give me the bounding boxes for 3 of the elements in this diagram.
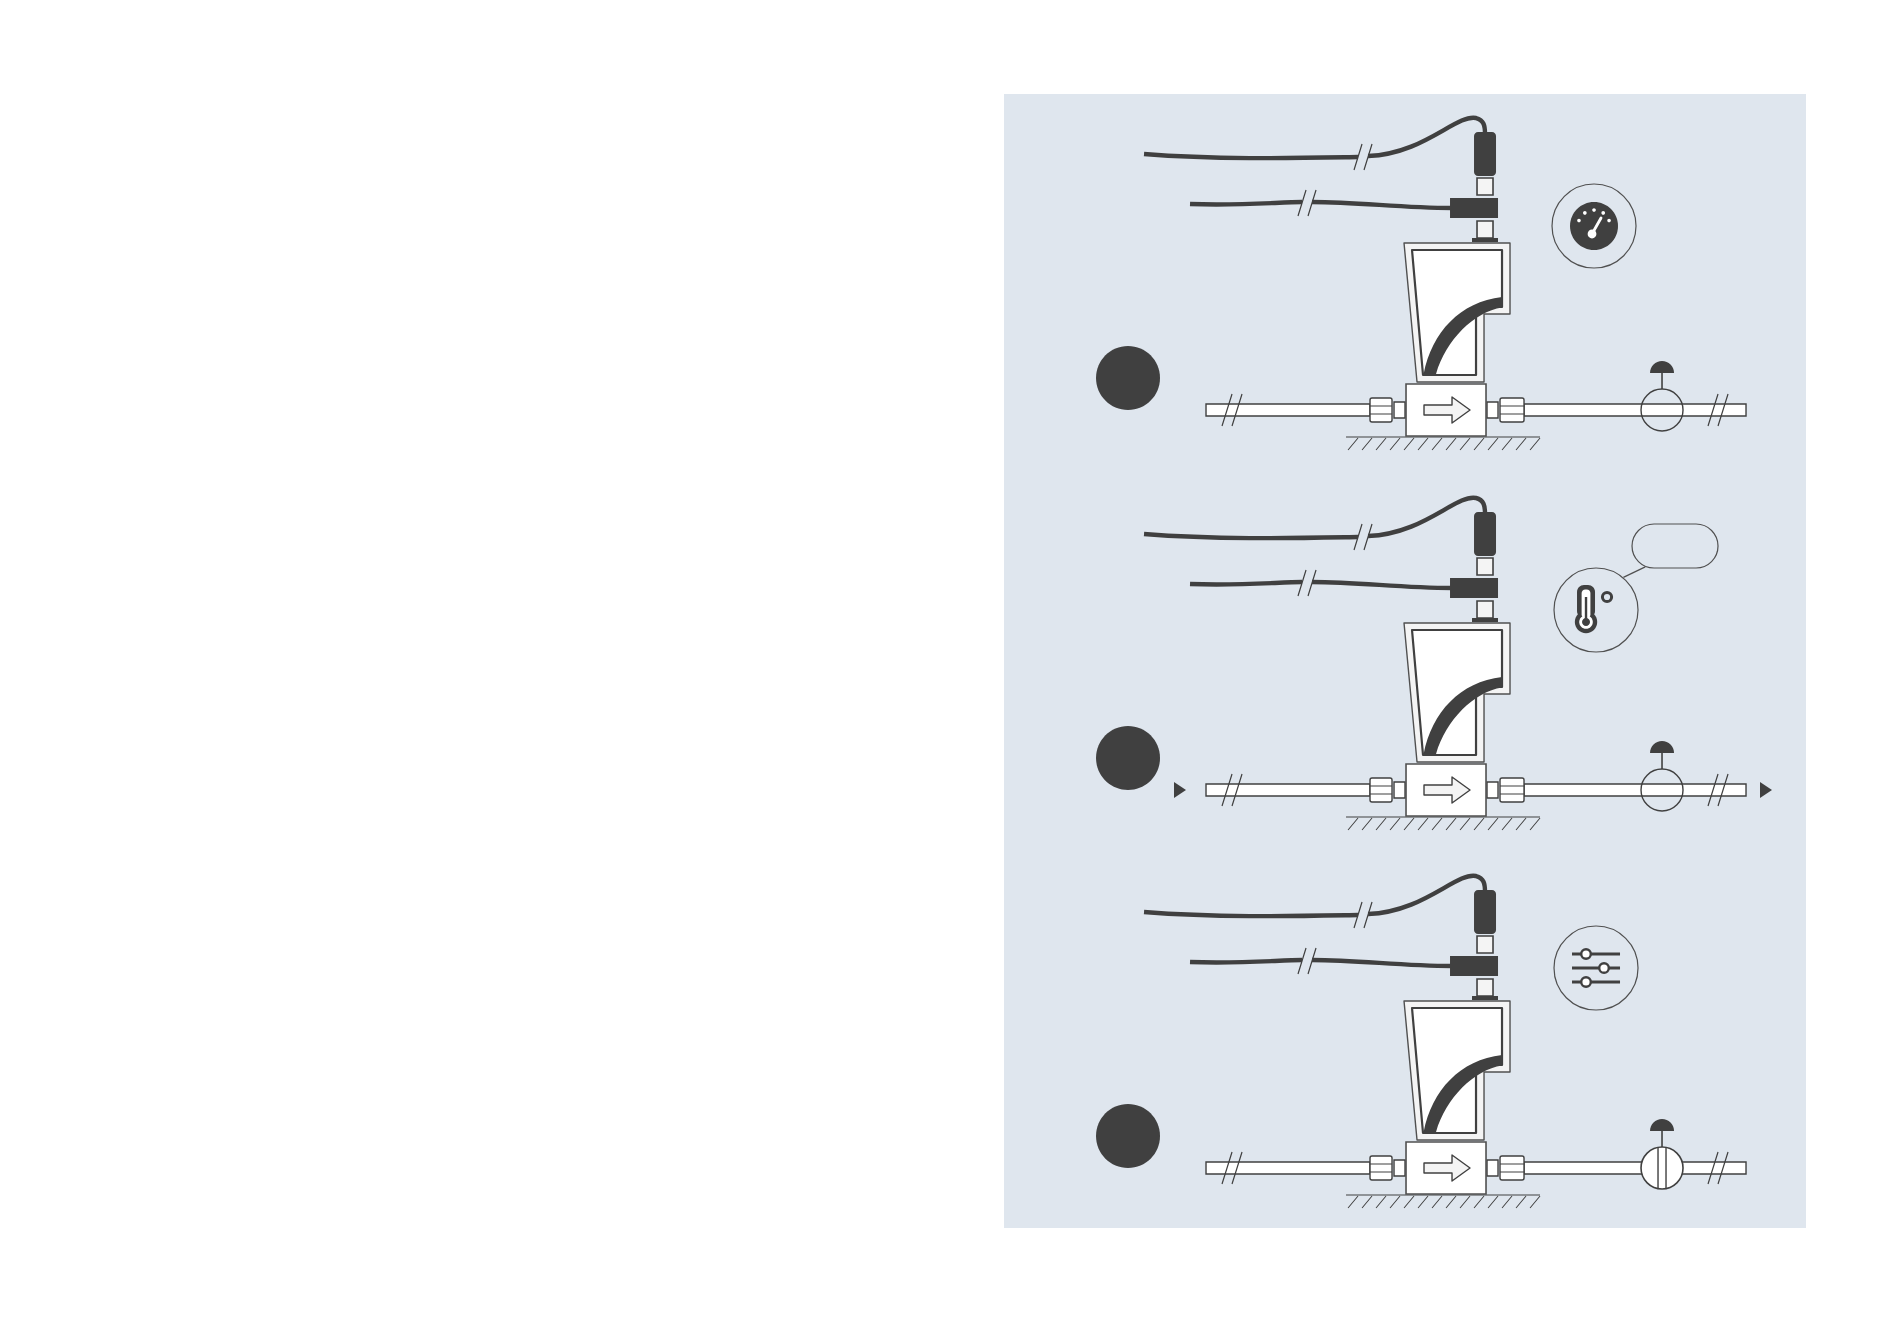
leader-line [1622,566,1646,578]
icon-circle [1553,567,1639,653]
callout-bubble [1631,523,1719,569]
